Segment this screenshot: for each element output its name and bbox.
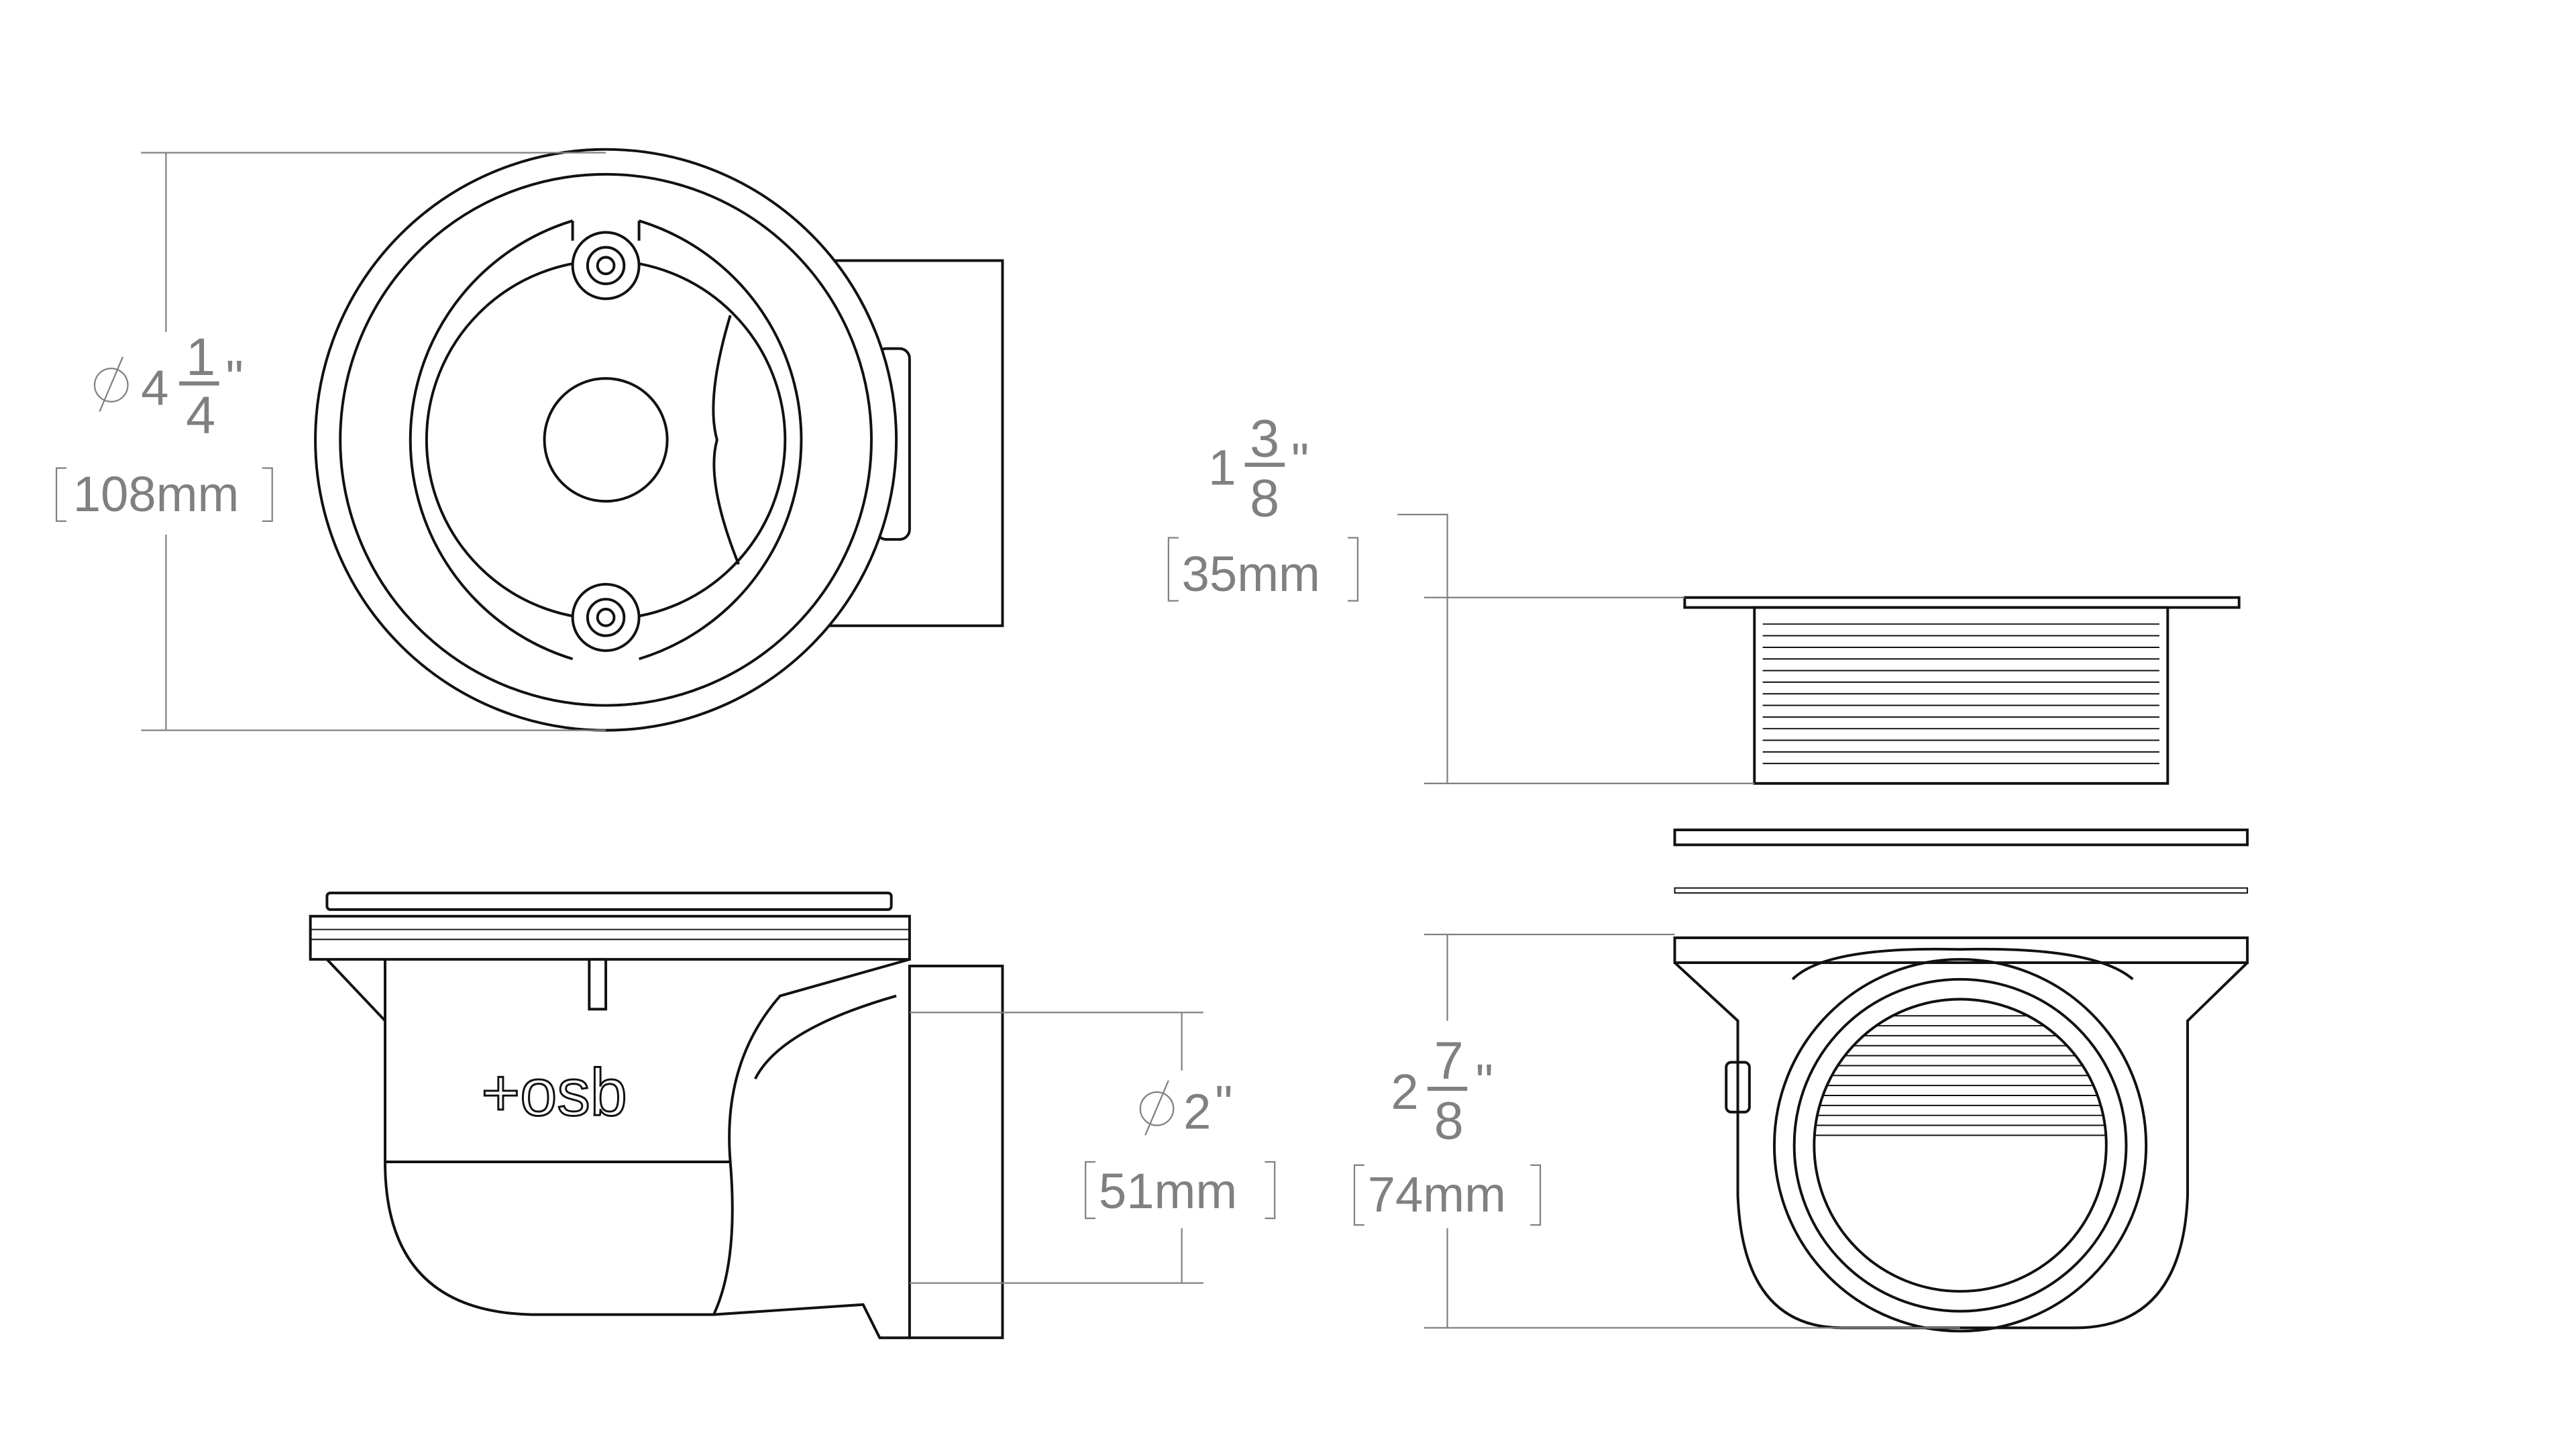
dim-outer-diameter: 4 1 4 " 108mm — [56, 152, 606, 731]
svg-text:3: 3 — [1250, 408, 1279, 468]
dim-flange-height: 1 3 8 " 35mm — [1167, 408, 1755, 784]
dim-outlet-diameter: 2 " 51mm — [909, 1012, 1276, 1284]
screw-bottom — [571, 582, 641, 652]
gaskets — [1673, 828, 2249, 894]
side-view: +osb — [309, 892, 1004, 1340]
svg-text:2: 2 — [1391, 1064, 1418, 1120]
svg-text:": " — [1215, 1075, 1232, 1131]
svg-text:4: 4 — [186, 385, 215, 445]
svg-text:": " — [1476, 1054, 1493, 1110]
svg-text:108mm: 108mm — [73, 466, 239, 522]
svg-text:1: 1 — [1208, 439, 1236, 495]
svg-text:2: 2 — [1183, 1083, 1211, 1139]
svg-text:": " — [1291, 433, 1309, 489]
svg-text:35mm: 35mm — [1182, 546, 1320, 602]
body-front-view — [1673, 936, 2249, 1333]
brand-logo: +osb — [482, 1055, 627, 1130]
top-view — [314, 148, 1004, 732]
svg-text:4: 4 — [141, 360, 168, 416]
dim-body-height: 2 7 8 " 74mm — [1353, 933, 1961, 1329]
svg-text:74mm: 74mm — [1368, 1167, 1506, 1222]
svg-text:7: 7 — [1434, 1030, 1464, 1090]
flange-view — [1683, 596, 2241, 785]
screw-top — [571, 231, 641, 301]
svg-text:1: 1 — [186, 327, 215, 386]
svg-text:51mm: 51mm — [1099, 1163, 1237, 1219]
svg-text:8: 8 — [1250, 468, 1279, 527]
svg-text:8: 8 — [1434, 1090, 1464, 1150]
svg-text:": " — [225, 350, 243, 406]
